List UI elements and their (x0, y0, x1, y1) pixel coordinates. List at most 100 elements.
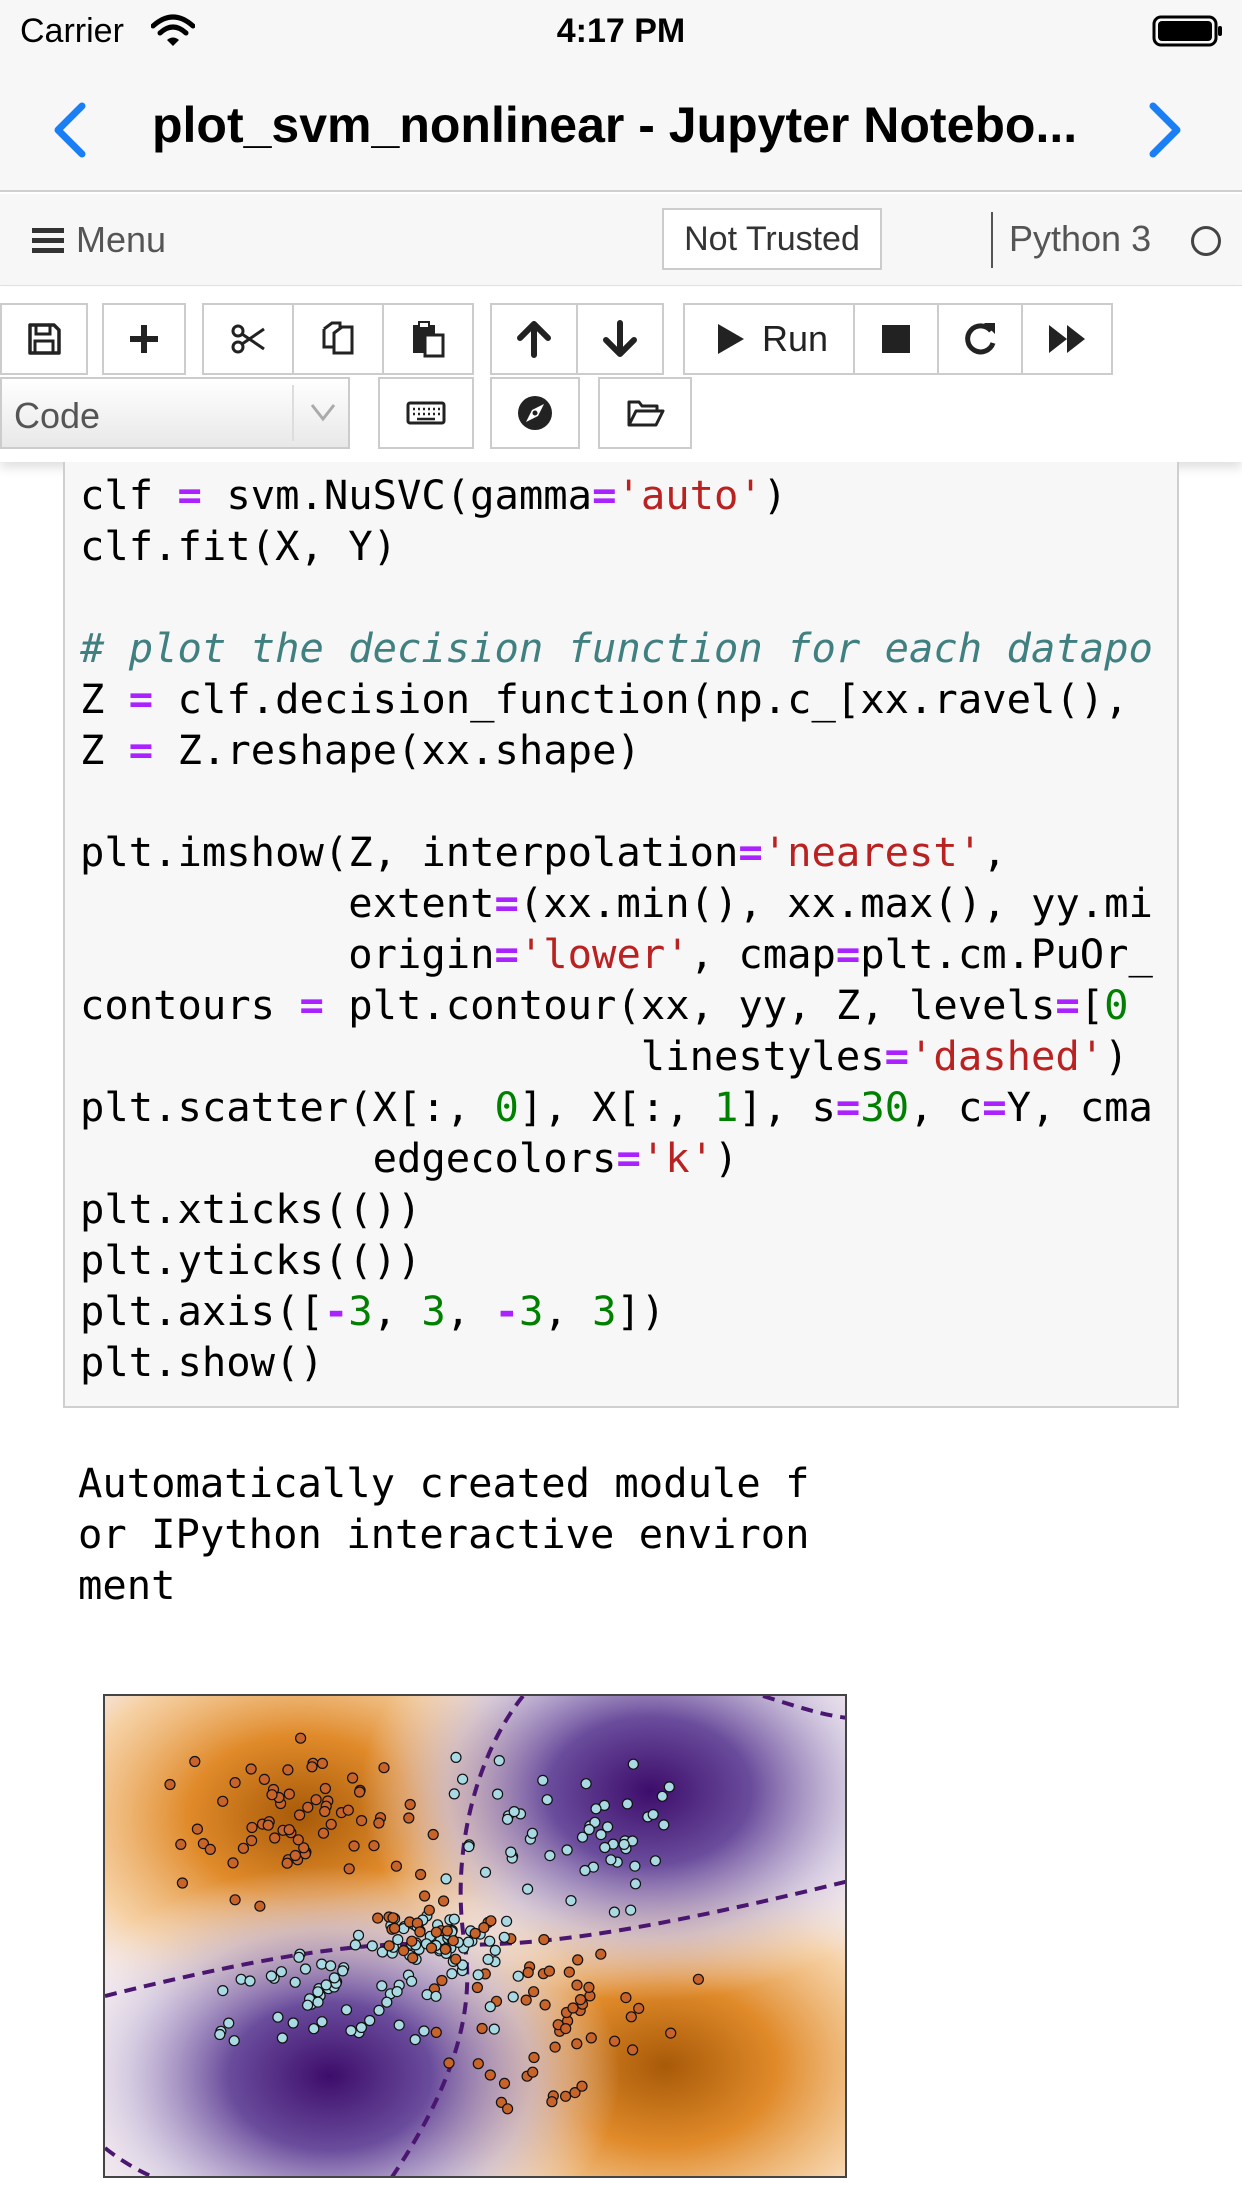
run-all-button[interactable] (1021, 303, 1113, 375)
scatter-point (450, 1751, 462, 1764)
scatter-point (425, 1942, 438, 1954)
command-palette-button[interactable] (378, 377, 474, 449)
move-up-button[interactable] (490, 303, 578, 375)
scatter-point (217, 1985, 229, 1997)
code-line: extent=(xx.min(), xx.max(), yy.mi (80, 879, 1153, 927)
scatter-point (204, 1843, 216, 1855)
scatter-point (421, 1989, 433, 2001)
code-editor[interactable]: clf = svm.NuSVC(gamma='auto')clf.fit(X, … (80, 470, 1153, 1388)
scatter-point (484, 1935, 496, 1947)
output-plot-image (103, 1694, 847, 2178)
code-line: clf = svm.NuSVC(gamma='auto') (80, 471, 788, 519)
scatter-point (498, 2077, 511, 2089)
move-down-button[interactable] (576, 303, 664, 375)
chevron-down-icon (310, 404, 336, 422)
compass-button[interactable] (490, 377, 580, 449)
keyboard-icon (406, 401, 446, 425)
scatter-point (541, 1794, 553, 1806)
scatter-point (294, 1809, 306, 1821)
code-line (80, 776, 1153, 827)
save-button[interactable] (0, 303, 88, 375)
scatter-point (275, 1966, 287, 1978)
stop-icon (882, 325, 910, 353)
not-trusted-button[interactable]: Not Trusted (662, 208, 882, 270)
scatter-point (618, 1838, 630, 1850)
scatter-point (389, 1922, 401, 1934)
scatter-point (484, 2001, 496, 2013)
scatter-point (337, 1965, 349, 1977)
save-icon (28, 323, 61, 355)
chevron-right-icon[interactable] (1145, 100, 1185, 160)
scatter-point (404, 1798, 416, 1811)
scatter-point (283, 1788, 295, 1800)
scatter-point (295, 1732, 307, 1744)
folder-open-icon (627, 400, 665, 427)
scatter-point (276, 2032, 288, 2044)
scatter-point (430, 1990, 442, 2002)
scatter-point (472, 2058, 484, 2070)
code-line: plt.show() (80, 1338, 324, 1386)
cut-button[interactable] (202, 303, 294, 375)
run-label: Run (761, 318, 829, 359)
decision-boundary-horizontal (105, 1879, 845, 1998)
scatter-point (493, 1754, 505, 1767)
wifi-icon (151, 14, 195, 46)
code-cell-input[interactable]: clf = svm.NuSVC(gamma='auto')clf.fit(X, … (63, 462, 1179, 1408)
scatter-point (526, 1827, 538, 1839)
scatter-point (625, 2011, 637, 2023)
page-title: plot_svm_nonlinear - Jupyter Notebo... (152, 97, 1078, 153)
scatter-point (605, 1854, 617, 1866)
scatter-point (502, 2103, 514, 2115)
code-line: edgecolors='k') (80, 1134, 739, 1182)
scatter-point (505, 1846, 517, 1858)
scatter-point (544, 1850, 556, 1862)
toolbar-group-edit (202, 303, 474, 375)
scatter-point (373, 2004, 385, 2016)
output-line: ment (78, 1561, 176, 1609)
scatter-point (463, 1841, 475, 1853)
scatter-point (235, 1973, 247, 1985)
scatter-point (254, 1900, 266, 1912)
paste-button[interactable] (382, 303, 474, 375)
kernel-divider (991, 212, 993, 268)
scatter-point (656, 1790, 668, 1802)
scatter-point (498, 1931, 510, 1943)
scatter-point (647, 1808, 659, 1821)
menu-button[interactable]: Menu (32, 219, 166, 260)
arrow-down-icon (603, 320, 637, 357)
scatter-point (501, 1915, 513, 1927)
scatter-point (595, 1829, 607, 1841)
scatter-point (520, 1994, 532, 2006)
cell-type-select[interactable]: Code (0, 377, 350, 449)
scatter-point (316, 1958, 328, 1970)
scatter-point (692, 1973, 705, 1985)
scatter-point (392, 1934, 404, 1946)
scatter-point (316, 1757, 328, 1770)
open-file-button[interactable] (598, 377, 692, 449)
scatter-point (482, 1953, 494, 1965)
interrupt-button[interactable] (853, 303, 939, 375)
status-time: 4:17 PM (556, 12, 686, 50)
scatter-point (478, 1922, 490, 1934)
scatter-point (306, 1761, 318, 1773)
code-line: plt.xticks(()) (80, 1185, 422, 1233)
scatter-point (265, 1970, 277, 1982)
scatter-point (272, 2011, 284, 2023)
scatter-point (342, 1804, 354, 1816)
kernel-name: Python 3 (1009, 218, 1152, 259)
scatter-point (310, 1794, 322, 1806)
insert-cell-button[interactable] (102, 303, 186, 375)
status-bar: Carrier 4:17 PM (0, 0, 1242, 62)
scatter-point (320, 1979, 332, 1991)
scatter-point (289, 1976, 301, 1988)
run-button[interactable]: Run (683, 303, 855, 375)
scatter-point (237, 1842, 249, 1854)
scatter-point (289, 1849, 301, 1862)
chevron-left-icon[interactable] (50, 100, 90, 160)
scatter-point (462, 1936, 475, 1948)
restart-button[interactable] (937, 303, 1023, 375)
scatter-point (569, 2087, 581, 2099)
scatter-point (266, 1789, 278, 1801)
copy-button[interactable] (292, 303, 384, 375)
scatter-point (580, 1778, 592, 1790)
